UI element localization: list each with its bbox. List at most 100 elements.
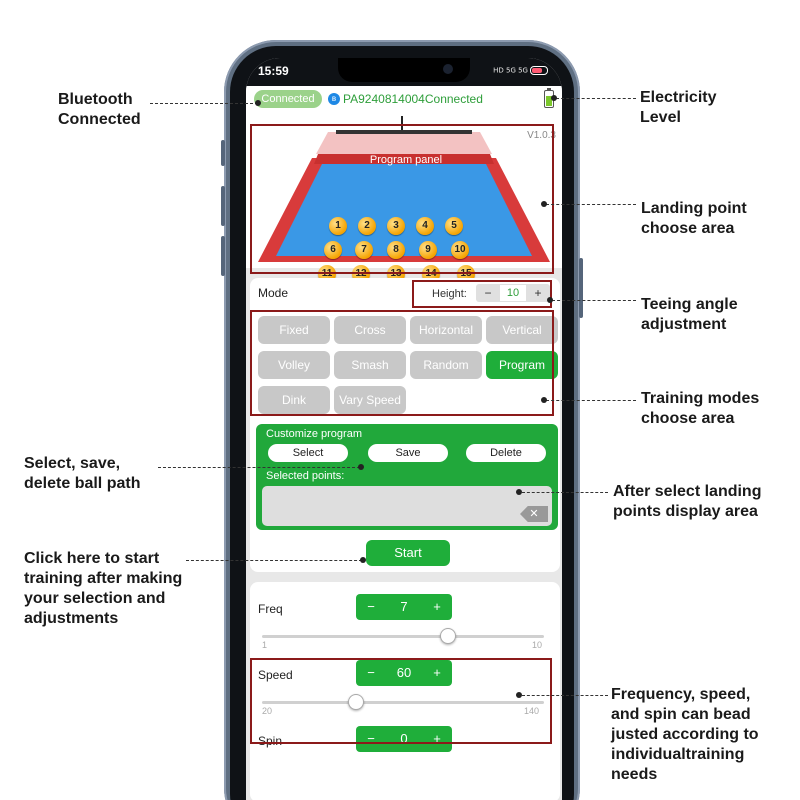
height-minus-button[interactable]: − xyxy=(484,286,492,300)
display-annotation-line-2: points display area xyxy=(613,503,758,520)
start-annotation-line-1: Click here to start xyxy=(24,550,160,567)
app-screen: 15:59 HD 5G 5G Connected ʙ PA9240814004C… xyxy=(246,58,562,800)
selected-points-display: ✕ xyxy=(262,486,552,526)
bluetooth-dot xyxy=(255,100,261,106)
speed-spin-highlight xyxy=(250,658,552,744)
save-button[interactable]: Save xyxy=(368,444,448,462)
status-battery-icon xyxy=(530,66,548,75)
freq-slider-thumb[interactable] xyxy=(440,628,456,644)
mode-button-random[interactable]: Random xyxy=(410,351,482,379)
delete-button[interactable]: Delete xyxy=(466,444,546,462)
electricity-leader xyxy=(556,98,636,99)
height-label: Height: xyxy=(432,288,467,300)
select-save-annotation-line-2: delete ball path xyxy=(24,475,141,492)
freq-annotation-line-5: needs xyxy=(611,766,658,783)
backspace-icon[interactable]: ✕ xyxy=(520,506,548,522)
speed-plus-button[interactable]: + xyxy=(433,665,441,680)
start-leader xyxy=(186,560,362,561)
status-bar: 15:59 HD 5G 5G xyxy=(246,58,562,86)
net xyxy=(336,130,472,134)
connected-button[interactable]: Connected xyxy=(254,90,322,108)
modes-highlight xyxy=(250,310,554,416)
display-dot xyxy=(516,489,522,495)
landing-point[interactable]: 4 xyxy=(416,217,434,235)
electricity-annotation-line-1: Electricity xyxy=(640,89,717,106)
teeing-annotation-line-1: Teeing angle xyxy=(641,296,738,313)
landing-point[interactable]: 10 xyxy=(451,241,469,259)
landing-area-highlight xyxy=(250,124,554,274)
freq-plus-button[interactable]: + xyxy=(433,599,441,614)
start-annotation-line-4: adjustments xyxy=(24,610,119,627)
training-annotation-line-1: Training modes xyxy=(641,390,760,407)
training-leader xyxy=(546,400,636,401)
spin-minus-button[interactable]: − xyxy=(367,731,375,746)
freq-slider[interactable] xyxy=(262,635,544,638)
mode-button-cross[interactable]: Cross xyxy=(334,316,406,344)
landing-annotation-line-1: Landing point xyxy=(641,200,747,217)
landing-point[interactable]: 8 xyxy=(387,241,405,259)
mode-button-program[interactable]: Program xyxy=(486,351,558,379)
select-save-annotation-line-1: Select, save, xyxy=(24,455,121,472)
signal-text: HD 5G 5G xyxy=(493,66,528,75)
freq-minus-button[interactable]: − xyxy=(367,599,375,614)
spin-plus-button[interactable]: + xyxy=(433,731,441,746)
court-back-zone xyxy=(316,132,492,154)
freq-annotation-line-3: justed according to xyxy=(611,726,759,743)
speed-label: Speed xyxy=(258,668,293,682)
landing-point[interactable]: 5 xyxy=(445,217,463,235)
freq-annotation-line-4: individualtraining xyxy=(611,746,745,763)
display-leader xyxy=(522,492,608,493)
height-value[interactable]: 10 xyxy=(500,285,526,301)
landing-point[interactable]: 9 xyxy=(419,241,437,259)
connection-bar: Connected ʙ PA9240814004Connected xyxy=(246,86,562,112)
freq-annotation-line-2: and spin can bead xyxy=(611,706,751,723)
power-button xyxy=(579,258,583,318)
program-panel-bar xyxy=(314,154,494,164)
mode-button-fixed[interactable]: Fixed xyxy=(258,316,330,344)
select-save-annotation: Select, save, delete ball path xyxy=(24,454,140,494)
speed-slider[interactable] xyxy=(262,701,544,704)
speed-max: 140 xyxy=(524,706,540,716)
landing-dot xyxy=(541,201,547,207)
landing-point[interactable]: 7 xyxy=(355,241,373,259)
bluetooth-leader xyxy=(150,103,258,104)
mode-button-horizontal[interactable]: Horizontal xyxy=(410,316,482,344)
mode-button-dink[interactable]: Dink xyxy=(258,386,330,414)
mode-button-vertical[interactable]: Vertical xyxy=(486,316,558,344)
height-plus-button[interactable]: + xyxy=(534,286,542,300)
freq-min: 1 xyxy=(262,640,268,650)
mute-switch xyxy=(221,140,225,166)
customize-program-box: Customize program Select Save Delete Sel… xyxy=(256,424,558,530)
select-save-dot xyxy=(358,464,364,470)
freq-annotation-line-1: Frequency, speed, xyxy=(611,686,751,703)
start-button[interactable]: Start xyxy=(366,540,450,566)
freq-dot xyxy=(516,692,522,698)
landing-point[interactable]: 2 xyxy=(358,217,376,235)
select-save-leader xyxy=(158,467,360,468)
speed-stepper: − 60 + xyxy=(356,660,452,686)
landing-annotation-line-2: choose area xyxy=(641,220,735,237)
mode-button-vary-speed[interactable]: Vary Speed xyxy=(334,386,406,414)
select-button[interactable]: Select xyxy=(268,444,348,462)
freq-stepper: − 7 + xyxy=(356,594,452,620)
landing-point[interactable]: 3 xyxy=(387,217,405,235)
landing-point[interactable]: 1 xyxy=(329,217,347,235)
mode-button-volley[interactable]: Volley xyxy=(258,351,330,379)
program-panel-label: Program panel xyxy=(369,154,443,166)
camera-icon xyxy=(443,64,453,74)
start-dot xyxy=(360,557,366,563)
bluetooth-annotation-line-2: Connected xyxy=(58,111,141,128)
teeing-leader xyxy=(552,300,636,301)
start-annotation-line-3: your selection and xyxy=(24,590,166,607)
speed-slider-thumb[interactable] xyxy=(348,694,364,710)
spin-label: Spin xyxy=(258,734,283,748)
landing-point[interactable]: 6 xyxy=(324,241,342,259)
mode-button-smash[interactable]: Smash xyxy=(334,351,406,379)
landing-leader xyxy=(546,204,636,205)
speed-minus-button[interactable]: − xyxy=(367,665,375,680)
